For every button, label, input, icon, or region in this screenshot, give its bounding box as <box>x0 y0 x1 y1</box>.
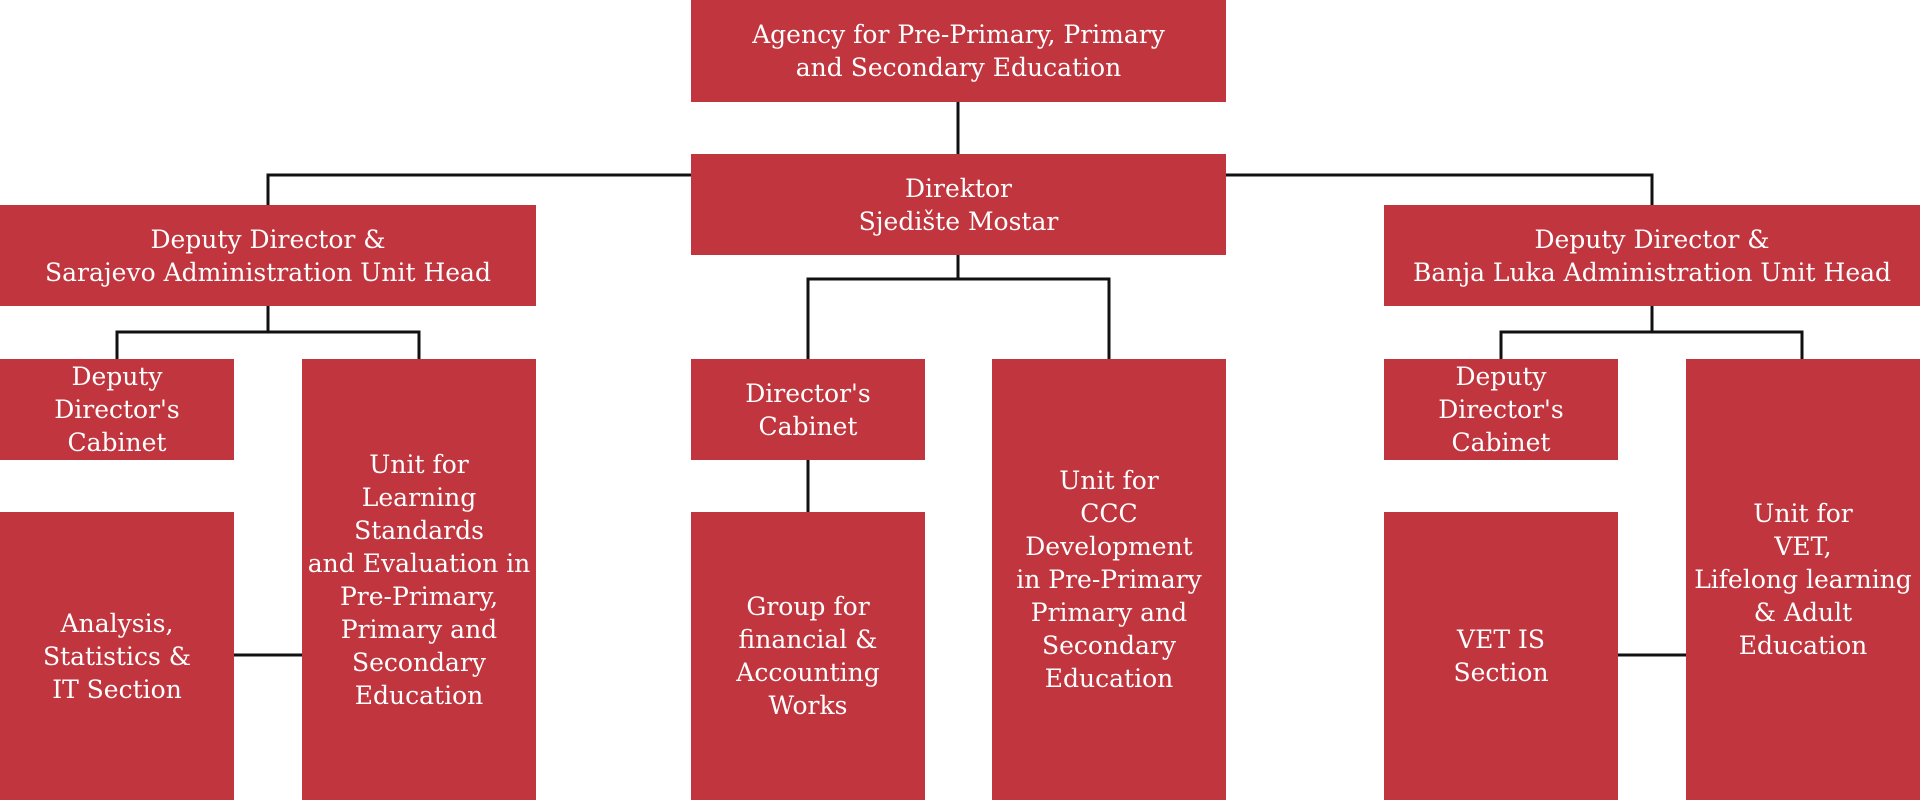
learning-standards-unit-box: Unit for Learning Standards and Evaluati… <box>302 359 536 800</box>
deputy-sarajevo-box: Deputy Director & Sarajevo Administratio… <box>0 205 536 306</box>
connector-director-deputy-banja-luka <box>1226 173 1654 205</box>
connector-director-children <box>806 277 1111 359</box>
finance-group-box: Group for financial & Accounting Works <box>691 512 925 800</box>
ccc-unit-box: Unit for CCC Development in Pre-Primary … <box>992 359 1226 800</box>
director-box: Direktor Sjedište Mostar <box>691 154 1226 255</box>
vet-unit-box: Unit for VET, Lifelong learning & Adult … <box>1686 359 1920 800</box>
vet-is-section-box: VET IS Section <box>1384 512 1618 800</box>
connector-director-deputy-sarajevo <box>266 173 691 205</box>
directors-cabinet-box: Director's Cabinet <box>691 359 925 460</box>
agency-box: Agency for Pre-Primary, Primary and Seco… <box>691 0 1226 102</box>
analysis-section-box: Analysis, Statistics & IT Section <box>0 512 234 800</box>
connector-sarajevo-children <box>115 330 421 359</box>
deputy-banja-luka-box: Deputy Director & Banja Luka Administrat… <box>1384 205 1920 306</box>
deputy-cabinet-left-box: Deputy Director's Cabinet <box>0 359 234 460</box>
deputy-cabinet-right-box: Deputy Director's Cabinet <box>1384 359 1618 460</box>
connector-banja-luka-children <box>1499 330 1804 359</box>
